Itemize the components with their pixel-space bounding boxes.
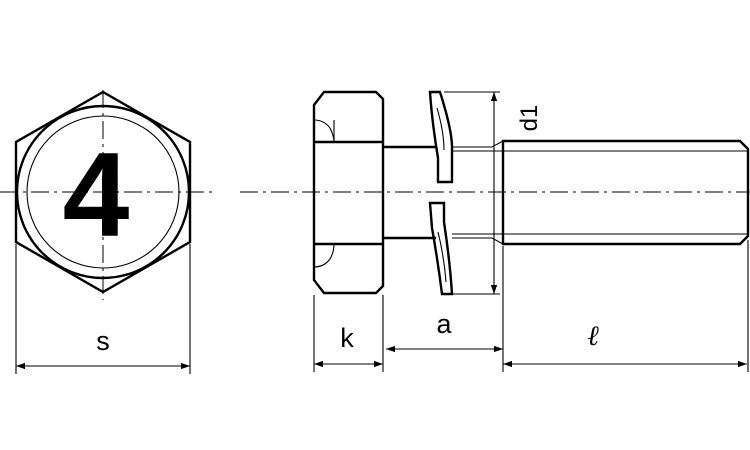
thread-runout-upper [452, 140, 504, 148]
washer-upper-half [428, 90, 454, 184]
hex-chamfer-upper [313, 119, 335, 143]
dimension-d1: d1 [444, 91, 543, 295]
washer-upper-inner-edge [436, 107, 445, 151]
dimension-label-k: k [340, 323, 354, 353]
side-view-bolt [240, 90, 750, 296]
dimension-label-a: a [436, 309, 452, 339]
dimension-s: s [15, 244, 191, 374]
hex-head-side-outline [312, 90, 385, 295]
washer-lower-inner-edge [437, 231, 447, 283]
thread-runout-lower [452, 237, 504, 245]
spring-washer [428, 90, 454, 296]
front-view-hex-head: 4 [0, 90, 212, 300]
dimension-a: a [386, 309, 503, 353]
washer-lower-half [428, 201, 454, 296]
dimension-label-s: s [96, 326, 110, 356]
hex-chamfer-lower [313, 243, 335, 268]
head-marking-numeral: 4 [63, 128, 130, 262]
dimension-l: ℓ [502, 240, 749, 372]
dimension-label-d1: d1 [516, 105, 543, 132]
dimension-label-l: ℓ [587, 319, 599, 352]
dimension-k: k [313, 295, 384, 372]
